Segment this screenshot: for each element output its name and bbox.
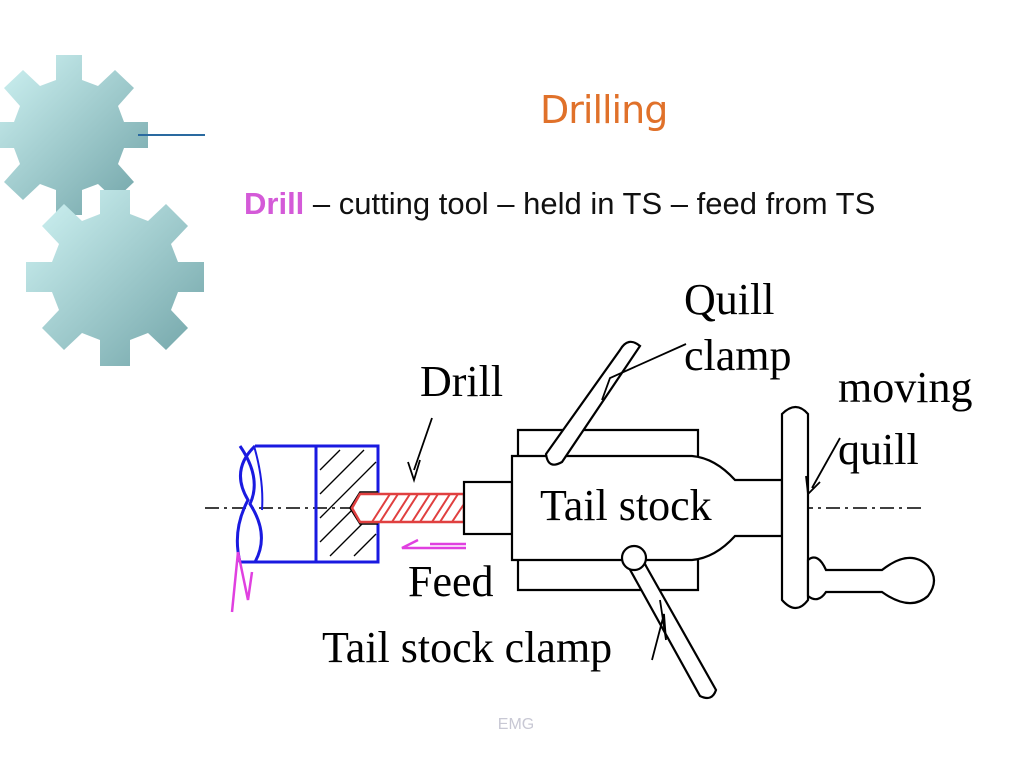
label-feed: Feed [408,557,494,606]
feed-arrow [401,538,466,550]
label-drill: Drill [420,357,504,406]
handwheel [780,405,936,610]
label-tail-stock-clamp: Tail stock clamp [322,623,613,672]
subtitle-text: – cutting tool – held in TS – feed from … [304,186,876,221]
label-clamp: clamp [684,331,792,380]
gear-icon [0,55,148,215]
slide-title: Drilling [540,88,668,132]
rotation-mark [230,551,254,613]
tail-stock-clamp-lever [620,544,718,700]
label-moving: moving [838,363,973,412]
tail-stock-body [462,428,784,592]
slide-subtitle: Drill – cutting tool – held in TS – feed… [244,186,875,222]
label-quill: Quill [684,275,775,324]
label-tail-stock: Tail stock [540,481,712,530]
workpiece-arc [253,445,264,511]
label-pointers [407,343,841,661]
quill-clamp-lever [544,340,642,466]
label-quill-2: quill [838,425,919,474]
subtitle-keyword: Drill [244,186,305,221]
drill-bit [350,492,466,524]
workpiece-hatching [319,449,377,557]
gear-icon [26,190,204,366]
slide-footer: EMG [497,716,535,733]
